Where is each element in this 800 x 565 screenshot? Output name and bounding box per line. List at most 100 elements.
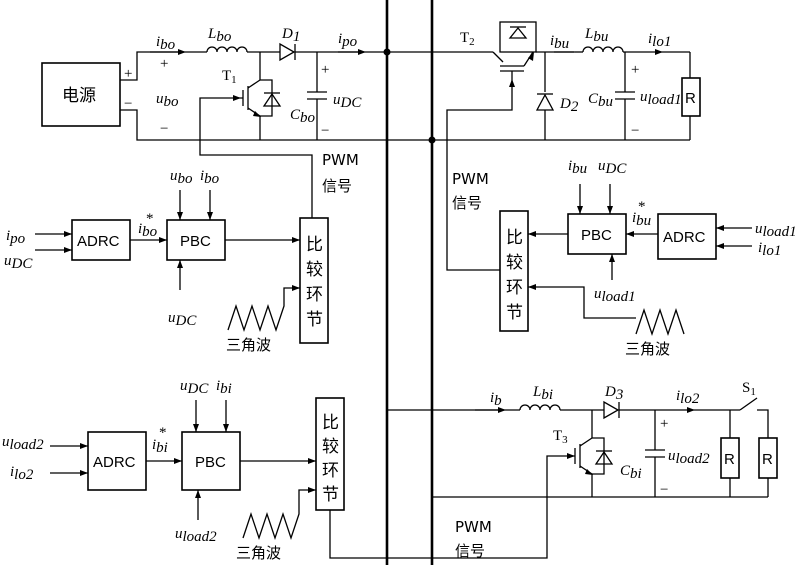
u-DC-label: uDC xyxy=(333,92,362,111)
svg-text:ADRC: ADRC xyxy=(93,454,136,471)
buck-control: PWM 信号 比 较 环 节 PBC ADRC ibu * uload1 ilo… xyxy=(452,158,797,358)
svg-text:D3: D3 xyxy=(604,384,623,403)
svg-text:uload2: uload2 xyxy=(668,448,710,467)
svg-text:ipo: ipo xyxy=(6,228,26,247)
boost-control: PWM 信号 ADRC PBC 比 较 环 节 ipo uDC ibo * ub… xyxy=(4,151,359,354)
switch-s1 xyxy=(739,397,758,411)
svg-text:ibo: ibo xyxy=(138,221,158,240)
load-resistor-1 xyxy=(681,77,701,117)
svg-text:PBC: PBC xyxy=(581,227,612,244)
L-bo-label: Lbo xyxy=(207,26,232,45)
boost-converter: 电源 + − ibo + − ubo Lbo D1 ipo T1 xyxy=(41,26,436,218)
pwm-label-1: PWM xyxy=(322,151,359,169)
svg-text:T3: T3 xyxy=(553,428,568,446)
svg-text:较: 较 xyxy=(322,437,339,457)
svg-text:uDC: uDC xyxy=(180,378,209,397)
inductor-lbo xyxy=(206,46,248,53)
svg-text:−: − xyxy=(160,121,168,137)
svg-text:ib: ib xyxy=(490,390,502,409)
L-bu-label: Lbu xyxy=(584,26,608,45)
svg-text:节: 节 xyxy=(506,303,523,323)
compare-block-3 xyxy=(315,397,345,511)
T2-label: T2 xyxy=(460,30,475,48)
u-load1-label: uload1 xyxy=(640,89,682,108)
svg-text:Cbi: Cbi xyxy=(620,463,642,482)
svg-text:ibu: ibu xyxy=(568,158,587,177)
svg-text:*: * xyxy=(146,211,154,227)
buck-converter: T2 ibu D2 Lbu ilo1 Cbu + − uload1 R xyxy=(387,21,701,271)
svg-text:S1: S1 xyxy=(742,380,756,398)
svg-text:信号: 信号 xyxy=(452,194,482,212)
svg-text:+: + xyxy=(631,62,639,78)
svg-text:PBC: PBC xyxy=(180,233,211,250)
diode-d2 xyxy=(535,93,555,111)
svg-text:*: * xyxy=(638,199,646,215)
D2-label: D2 xyxy=(559,96,579,115)
source-minus: − xyxy=(124,96,132,112)
svg-text:uDC: uDC xyxy=(4,253,33,272)
svg-text:uDC: uDC xyxy=(598,158,627,177)
adrc-block-2 xyxy=(657,213,717,260)
svg-text:ibi: ibi xyxy=(216,378,232,397)
i-po-arrow xyxy=(358,49,366,55)
svg-text:环: 环 xyxy=(306,285,323,305)
svg-text:ADRC: ADRC xyxy=(77,233,120,250)
svg-text:+: + xyxy=(160,56,168,72)
svg-text:+: + xyxy=(660,416,668,432)
svg-text:三角波: 三角波 xyxy=(236,544,281,562)
svg-text:ilo1: ilo1 xyxy=(758,240,781,259)
inductor-lbu xyxy=(582,46,624,53)
svg-text:ilo2: ilo2 xyxy=(10,464,34,483)
i-po-label: ipo xyxy=(338,31,358,50)
svg-text:比: 比 xyxy=(306,235,323,255)
i-bu-label: ibu xyxy=(550,33,569,52)
svg-text:较: 较 xyxy=(506,253,523,273)
svg-text:三角波: 三角波 xyxy=(625,340,670,358)
D1-label: D1 xyxy=(281,26,300,45)
C-bu-label: Cbu xyxy=(588,91,613,110)
svg-text:ibo: ibo xyxy=(200,168,220,187)
svg-text:ubo: ubo xyxy=(170,168,193,187)
compare-block-2 xyxy=(499,210,529,332)
svg-text:−: − xyxy=(321,123,329,139)
svg-text:uload1: uload1 xyxy=(755,221,797,240)
svg-text:Lbi: Lbi xyxy=(532,384,553,403)
pbc-block-2 xyxy=(567,213,627,255)
svg-text:uDC: uDC xyxy=(168,310,197,329)
inductor-lbi xyxy=(519,404,561,411)
svg-text:ibu: ibu xyxy=(632,210,651,229)
svg-text:ibi: ibi xyxy=(152,437,168,456)
svg-text:比: 比 xyxy=(506,228,523,248)
source-plus: + xyxy=(124,66,132,82)
bidirectional-control: ADRC PBC 比 较 环 节 uload2 ilo2 ibi * uDC i… xyxy=(2,378,345,562)
diode-d3 xyxy=(603,400,620,420)
svg-text:+: + xyxy=(321,62,329,78)
T1-label: T1 xyxy=(222,68,237,86)
i-lo1-label: ilo1 xyxy=(648,31,671,50)
svg-text:−: − xyxy=(631,123,639,139)
svg-text:PWM: PWM xyxy=(455,518,492,536)
svg-text:节: 节 xyxy=(306,310,323,330)
svg-text:R: R xyxy=(685,90,696,107)
svg-text:ADRC: ADRC xyxy=(663,229,706,246)
C-bo-label: Cbo xyxy=(290,107,316,126)
adrc-block-1 xyxy=(71,219,131,261)
power-source-block xyxy=(41,62,121,127)
bidirectional-converter: ib Lbi D3 ilo2 T3 Cbi + − uload2 xyxy=(329,380,778,560)
svg-text:R: R xyxy=(724,451,735,468)
svg-text:信号: 信号 xyxy=(455,542,485,560)
svg-text:*: * xyxy=(159,425,167,441)
adrc-block-3 xyxy=(87,431,147,491)
svg-text:节: 节 xyxy=(322,485,339,505)
svg-text:三角波: 三角波 xyxy=(226,336,271,354)
svg-text:uload1: uload1 xyxy=(594,286,636,305)
svg-text:较: 较 xyxy=(306,260,323,280)
svg-text:uload2: uload2 xyxy=(175,526,217,545)
power-source-label: 电源 xyxy=(62,86,96,105)
svg-text:PWM: PWM xyxy=(452,170,489,188)
pbc-block-1 xyxy=(166,219,226,261)
compare-block-1 xyxy=(299,217,329,344)
pbc-block-3 xyxy=(181,431,241,491)
